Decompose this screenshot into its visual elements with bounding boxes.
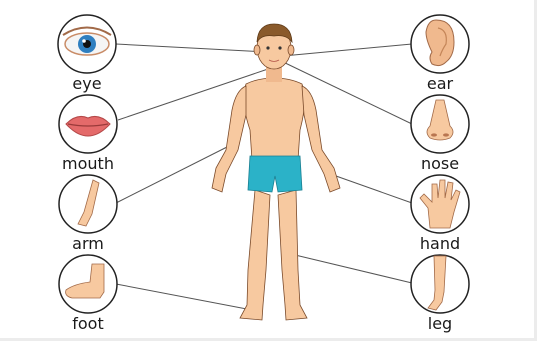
- boy-figure: [212, 24, 340, 320]
- ear-icon: [426, 20, 454, 66]
- right-arm: [302, 86, 340, 192]
- hand-circle: [411, 175, 469, 233]
- ear-circle: [411, 15, 469, 73]
- eye-circle: [58, 15, 116, 73]
- right-leg: [278, 190, 307, 320]
- label-eye: eye: [47, 74, 127, 93]
- label-mouth: mouth: [48, 154, 128, 173]
- arm-circle: [59, 175, 117, 233]
- connector-arm: [116, 146, 229, 203]
- connector-leg: [291, 254, 412, 283]
- label-arm: arm: [48, 234, 128, 253]
- torso: [244, 78, 305, 160]
- label-foot: foot: [48, 314, 128, 333]
- connector-eye: [116, 44, 266, 52]
- head-ear-left: [254, 45, 260, 55]
- face-eye-left: [266, 46, 269, 49]
- label-leg: leg: [400, 314, 480, 333]
- connector-hand: [336, 176, 412, 203]
- head-ear-right: [288, 45, 294, 55]
- connector-ear: [283, 44, 412, 56]
- nose-circle: [411, 95, 469, 153]
- label-ear: ear: [400, 74, 480, 93]
- face-eye-right: [278, 46, 281, 49]
- label-hand: hand: [400, 234, 480, 253]
- leg-circle: [411, 255, 469, 313]
- connector-foot: [116, 284, 252, 310]
- left-arm: [212, 86, 246, 192]
- foot-circle: [59, 255, 117, 313]
- shorts: [248, 156, 302, 192]
- mouth-circle: [59, 95, 117, 153]
- label-nose: nose: [400, 154, 480, 173]
- left-leg: [240, 190, 270, 320]
